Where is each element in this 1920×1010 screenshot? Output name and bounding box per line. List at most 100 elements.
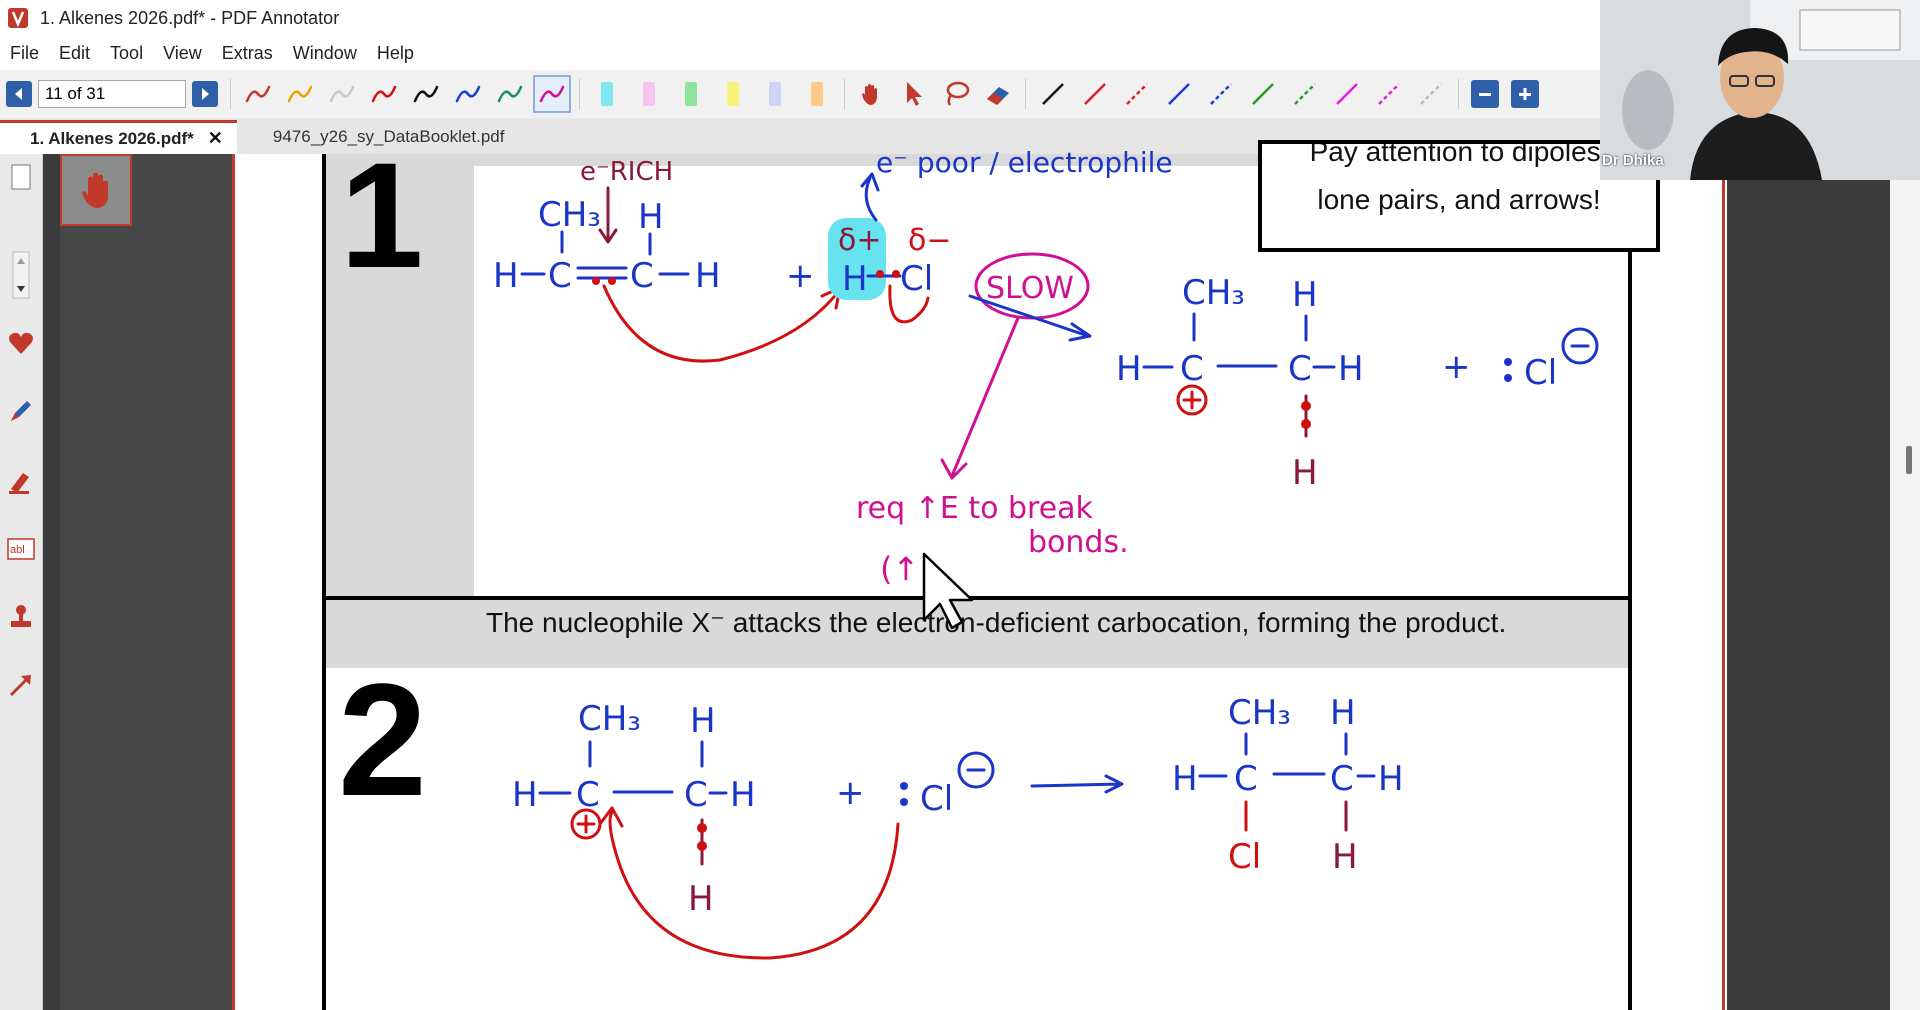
webcam-overlay — [1600, 0, 1920, 180]
highlighter-swatch-icon — [601, 82, 613, 106]
zoom-out-button[interactable] — [1471, 80, 1499, 108]
text-box-button[interactable]: abl — [4, 532, 38, 566]
line-icon — [1252, 83, 1274, 105]
arrow-tool-button[interactable] — [4, 668, 38, 702]
step2-number-cell — [326, 668, 474, 1010]
menu-help[interactable]: Help — [376, 42, 414, 63]
page-icon — [11, 164, 31, 190]
squiggle-pen-icon — [245, 85, 271, 103]
lasso-icon — [946, 81, 970, 106]
svg-text:abl: abl — [10, 544, 25, 556]
hand-tool-button[interactable] — [853, 75, 891, 113]
pen-tool-6[interactable] — [491, 75, 529, 113]
pen-tool-0[interactable] — [239, 75, 277, 113]
page-number-input[interactable] — [38, 80, 186, 108]
sidebar-scroll[interactable] — [4, 250, 38, 300]
highlighter-swatch-icon — [769, 82, 781, 106]
menu-extras[interactable]: Extras — [221, 42, 273, 63]
line-tool-2[interactable] — [1118, 75, 1156, 113]
step1-number-cell — [326, 154, 474, 598]
pen-tool-side-button[interactable] — [4, 394, 38, 428]
squiggle-pen-icon — [329, 85, 355, 103]
side-toolbar: abl — [0, 154, 43, 1010]
highlighter-swatch-icon — [643, 82, 655, 106]
line-tool-0[interactable] — [1034, 75, 1072, 113]
line-tool-3[interactable] — [1160, 75, 1198, 113]
tab-data-booklet[interactable]: 9476_y26_sy_DataBooklet.pdf — [243, 120, 519, 154]
highlighter-swatch-icon — [811, 82, 823, 106]
presenter-video-icon — [1600, 0, 1920, 180]
stamp-icon — [11, 605, 31, 627]
step2-content-cell — [474, 668, 1628, 1010]
step-divider — [326, 596, 1628, 600]
line-tool-7[interactable] — [1328, 75, 1366, 113]
main-toolbar — [0, 70, 1600, 119]
highlighter-tool-1[interactable] — [630, 75, 668, 113]
tab-label: 9476_y26_sy_DataBooklet.pdf — [272, 127, 505, 146]
dashed-line-icon — [1294, 83, 1316, 105]
next-page-button[interactable] — [192, 81, 218, 107]
pen-icon — [11, 401, 31, 421]
pen-tool-1[interactable] — [281, 75, 319, 113]
note-line-1: Pay attention to dipoles, — [1309, 140, 1609, 167]
line-tool-4[interactable] — [1202, 75, 1240, 113]
menu-view[interactable]: View — [163, 42, 202, 63]
tab-alkenes[interactable]: 1. Alkenes 2026.pdf* ✕ — [0, 120, 237, 154]
menu-window[interactable]: Window — [292, 42, 357, 63]
minus-icon — [1479, 93, 1491, 96]
hand-icon — [82, 172, 108, 208]
menu-tool[interactable]: Tool — [110, 42, 144, 63]
plus-icon — [1519, 88, 1531, 100]
menu-edit[interactable]: Edit — [59, 42, 91, 63]
highlighter-tool-0[interactable] — [588, 75, 626, 113]
scrollbar-thumb[interactable] — [1906, 446, 1912, 474]
select-tool-button[interactable] — [895, 75, 933, 113]
page-view-button[interactable] — [4, 160, 38, 194]
squiggle-pen-icon — [539, 85, 565, 103]
line-tool-6[interactable] — [1286, 75, 1324, 113]
highlighter-tool-5[interactable] — [798, 75, 836, 113]
favorites-button[interactable] — [4, 326, 38, 360]
stamp-tool-button[interactable] — [4, 600, 38, 634]
step2-number: 2 — [338, 650, 427, 829]
squiggle-pen-icon — [371, 85, 397, 103]
squiggle-pen-icon — [287, 85, 313, 103]
line-tool-9[interactable] — [1412, 75, 1450, 113]
highlighter-tool-4[interactable] — [756, 75, 794, 113]
line-tool-8[interactable] — [1370, 75, 1408, 113]
line-tool-1[interactable] — [1076, 75, 1114, 113]
hand-tool-thumbnail[interactable] — [60, 154, 132, 226]
highlighter-tool-2[interactable] — [672, 75, 710, 113]
note-line-2: lone pairs, and arrows! — [1317, 184, 1601, 215]
highlighter-tool-3[interactable] — [714, 75, 752, 113]
window-title: 1. Alkenes 2026.pdf* - PDF Annotator — [40, 7, 340, 28]
vertical-scrollbar[interactable] — [1890, 154, 1920, 1010]
zoom-in-button[interactable] — [1511, 80, 1539, 108]
toolbar-separator — [844, 79, 845, 109]
previous-page-button[interactable] — [6, 81, 32, 107]
pen-tool-2[interactable] — [323, 75, 361, 113]
dashed-line-icon — [1210, 83, 1232, 105]
pen-tool-4[interactable] — [407, 75, 445, 113]
squiggle-pen-icon — [455, 85, 481, 103]
tab-label: 1. Alkenes 2026.pdf* — [30, 128, 194, 148]
close-tab-icon[interactable]: ✕ — [207, 128, 223, 148]
menu-file[interactable]: File — [10, 42, 40, 63]
lasso-tool-button[interactable] — [937, 75, 975, 113]
menu-bar: File Edit Tool View Extras Window Help — [0, 36, 1600, 70]
eraser-tool-button[interactable] — [979, 75, 1017, 113]
highlighter-icon — [9, 473, 29, 494]
highlighter-side-button[interactable] — [4, 464, 38, 498]
pen-tool-5[interactable] — [449, 75, 487, 113]
line-tool-5[interactable] — [1244, 75, 1282, 113]
title-bar: 1. Alkenes 2026.pdf* - PDF Annotator — [0, 0, 1600, 36]
step2-instruction: The nucleophile X⁻ attacks the electron-… — [486, 607, 1507, 638]
pen-tool-7[interactable] — [533, 75, 571, 113]
eraser-icon — [987, 87, 1009, 105]
scroll-arrows-icon — [12, 251, 30, 299]
webcam-name-label: Dr Dhika — [1602, 152, 1664, 169]
pen-tool-3[interactable] — [365, 75, 403, 113]
toolbar-separator — [1458, 79, 1459, 109]
text-box-icon: abl — [7, 538, 35, 560]
line-icon — [1168, 83, 1190, 105]
